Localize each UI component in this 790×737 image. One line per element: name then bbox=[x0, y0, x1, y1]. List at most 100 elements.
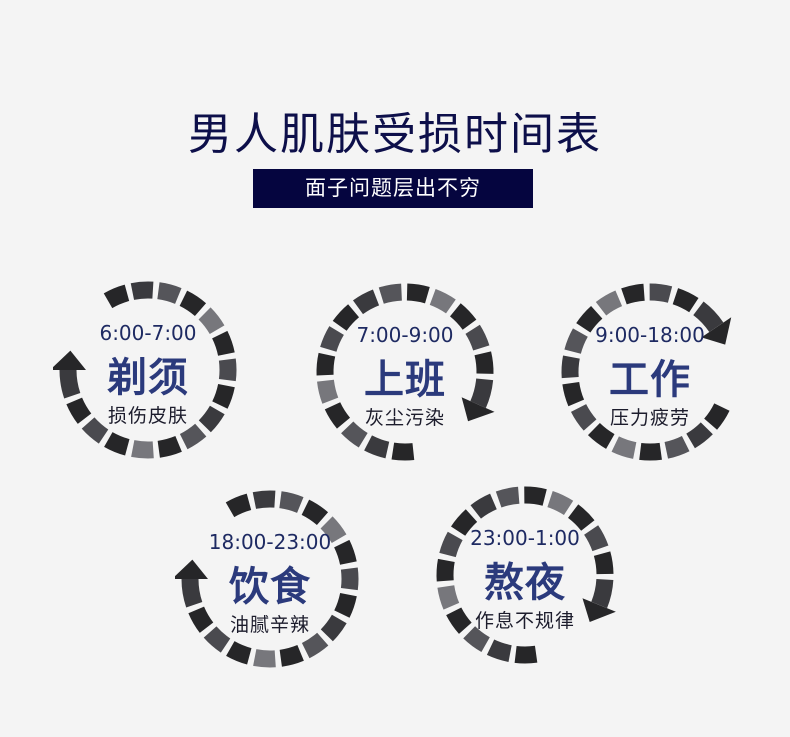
ring-segment bbox=[561, 355, 580, 379]
ring-segment bbox=[320, 516, 347, 544]
time-range: 6:00-7:00 bbox=[99, 321, 197, 345]
ring-segment bbox=[391, 442, 415, 461]
ring-segment bbox=[450, 509, 478, 537]
ring-segment bbox=[279, 491, 304, 513]
ring-segment bbox=[439, 531, 463, 558]
arrowhead-icon bbox=[701, 317, 732, 345]
ring-segment bbox=[470, 493, 498, 519]
arrowhead-icon bbox=[461, 397, 495, 422]
ring-segment bbox=[621, 283, 645, 305]
ring-segment bbox=[320, 326, 345, 352]
ring-segment bbox=[406, 283, 430, 304]
arrowhead-icon bbox=[53, 350, 86, 370]
ring-segment bbox=[649, 283, 673, 303]
ring-segment bbox=[465, 324, 490, 351]
ring-segment bbox=[664, 435, 690, 459]
ring-segment bbox=[693, 301, 724, 333]
cycle-item-shaving: 6:00-7:00 剃须 损伤皮肤 bbox=[53, 275, 243, 465]
time-range: 23:00-1:00 bbox=[470, 526, 580, 550]
ring-segment bbox=[364, 435, 390, 459]
ring-segment bbox=[334, 539, 357, 565]
ring-segment bbox=[179, 290, 207, 317]
cycle-arrow-icon bbox=[53, 281, 237, 459]
ring-segment bbox=[583, 525, 609, 552]
ring-segment bbox=[564, 328, 588, 355]
time-range: 7:00-9:00 bbox=[356, 323, 454, 347]
ring-segment bbox=[157, 282, 182, 304]
ring-segment bbox=[320, 614, 347, 642]
cycle-item-work: 9:00-18:00 工作 压力疲劳 bbox=[555, 277, 745, 467]
ring-segment bbox=[486, 639, 512, 662]
ring-segment bbox=[524, 486, 547, 506]
ring-segment bbox=[198, 405, 225, 433]
ring-segment bbox=[562, 381, 585, 407]
ring-segment bbox=[179, 423, 207, 450]
ring-segment bbox=[103, 284, 130, 309]
ring-segment bbox=[81, 417, 109, 444]
ring-segment bbox=[130, 281, 154, 300]
ring-segment bbox=[463, 626, 491, 653]
arrowhead-icon bbox=[582, 598, 616, 623]
ring-segment bbox=[66, 397, 92, 424]
cycle-arrow-icon bbox=[436, 486, 616, 664]
ring-segment bbox=[226, 640, 252, 665]
page-title: 男人肌肤受损时间表 bbox=[188, 109, 602, 160]
ring-segment bbox=[611, 436, 637, 459]
ring-segment bbox=[218, 358, 237, 382]
ring-segment bbox=[567, 504, 595, 531]
activity-name: 工作 bbox=[609, 357, 691, 403]
ring-segment bbox=[332, 304, 360, 331]
ring-segment bbox=[157, 435, 182, 458]
ring-segment bbox=[591, 578, 614, 609]
ring-segment bbox=[587, 422, 615, 449]
ring-segment bbox=[131, 440, 154, 459]
ring-segment bbox=[686, 422, 713, 449]
skin-effect: 油腻辛辣 bbox=[229, 614, 310, 636]
skin-effect: 作息不规律 bbox=[474, 610, 575, 632]
skin-effect: 损伤皮肤 bbox=[107, 405, 188, 427]
skin-effect: 压力疲劳 bbox=[609, 407, 690, 429]
ring-segment bbox=[378, 283, 403, 304]
cycle-arrow-icon bbox=[175, 490, 359, 668]
ring-segment bbox=[252, 490, 276, 509]
ring-segment bbox=[324, 401, 351, 429]
ring-segment bbox=[279, 644, 304, 667]
ring-segment bbox=[495, 486, 520, 508]
cycle-item-commute: 7:00-9:00 上班 灰尘污染 bbox=[310, 277, 500, 467]
cycle-arrow-icon bbox=[316, 283, 495, 461]
ring-segment bbox=[212, 330, 235, 356]
activity-name: 上班 bbox=[364, 357, 446, 403]
activity-name: 饮食 bbox=[229, 564, 311, 610]
ring-segment bbox=[514, 645, 538, 664]
ring-segment bbox=[225, 493, 252, 518]
ring-segment bbox=[547, 490, 574, 516]
ring-segment bbox=[317, 379, 339, 404]
ring-segment bbox=[316, 352, 336, 376]
ring-segment bbox=[436, 558, 455, 582]
ring-segment bbox=[181, 578, 203, 608]
ring-segment bbox=[352, 289, 380, 315]
ring-segment bbox=[104, 431, 130, 456]
activity-name: 熬夜 bbox=[484, 560, 566, 606]
ring-segment bbox=[570, 403, 597, 431]
cycle-item-diet: 18:00-23:00 饮食 油腻辛辣 bbox=[175, 484, 365, 674]
skin-effect: 灰尘污染 bbox=[364, 407, 445, 429]
ring-segment bbox=[672, 288, 699, 313]
ring-segment bbox=[576, 305, 603, 333]
ring-segment bbox=[253, 649, 276, 668]
cycle-item-late-night: 23:00-1:00 熬夜 作息不规律 bbox=[430, 480, 620, 670]
ring-segment bbox=[334, 592, 357, 618]
ring-segment bbox=[429, 288, 456, 314]
cycle-arrow-icon bbox=[561, 283, 732, 461]
ring-segment bbox=[446, 607, 472, 634]
time-range: 18:00-23:00 bbox=[208, 530, 332, 554]
ring-segment bbox=[301, 632, 329, 659]
ring-segment bbox=[212, 383, 235, 409]
time-range: 9:00-18:00 bbox=[595, 323, 705, 347]
ring-segment bbox=[474, 351, 494, 374]
ring-segment bbox=[449, 303, 477, 330]
arrowhead-icon bbox=[175, 559, 208, 579]
ring-segment bbox=[340, 567, 359, 591]
ring-segment bbox=[59, 369, 81, 399]
